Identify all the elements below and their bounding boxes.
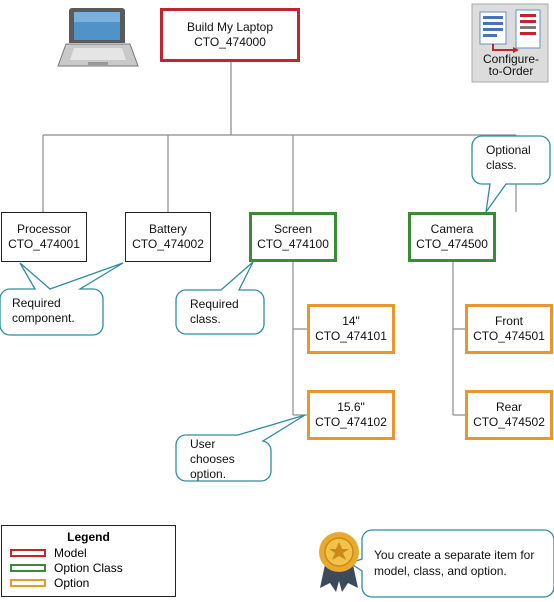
legend-swatch-option-class xyxy=(10,564,46,572)
callout-optional-class-text: Optional class. xyxy=(486,143,531,172)
callout-user-chooses xyxy=(175,414,306,482)
legend: Legend Model Option Class Option xyxy=(1,525,176,597)
note-text: You create a separate item for model, cl… xyxy=(374,548,535,578)
node-option-15-6: 15.6" CTO_474102 xyxy=(307,390,395,440)
node-name: 15.6" xyxy=(337,400,365,414)
node-code: CTO_474102 xyxy=(315,415,387,429)
callout-user-chooses-text: User chooses option. xyxy=(190,437,235,481)
legend-item-option: Option xyxy=(10,576,89,590)
legend-swatch-option xyxy=(10,579,46,587)
legend-label: Model xyxy=(54,546,87,560)
configure-to-order-icon xyxy=(471,3,549,83)
node-name: Battery xyxy=(148,222,187,236)
callout-required-class-text: Required class. xyxy=(190,297,239,326)
node-processor: Processor CTO_474001 xyxy=(1,212,87,262)
node-code: CTO_474502 xyxy=(473,415,545,429)
node-code: CTO_474101 xyxy=(315,329,387,343)
node-option-14: 14" CTO_474101 xyxy=(307,304,395,354)
legend-item-option-class: Option Class xyxy=(10,561,123,575)
laptop-icon xyxy=(57,8,139,67)
legend-label: Option Class xyxy=(54,561,123,575)
node-option-rear: Rear CTO_474502 xyxy=(465,390,553,440)
note-callout xyxy=(348,529,554,598)
callout-required-class xyxy=(175,261,265,335)
award-ribbon-icon xyxy=(319,532,359,592)
node-battery: Battery CTO_474002 xyxy=(125,212,211,262)
legend-label: Option xyxy=(54,576,90,590)
node-name: Camera xyxy=(430,222,474,236)
node-name: Screen xyxy=(273,222,313,236)
callout-required-component-text: Required component. xyxy=(12,296,75,325)
node-code: CTO_474100 xyxy=(257,237,329,251)
legend-swatch-model xyxy=(10,549,46,557)
callout-required-component xyxy=(0,262,124,336)
node-name: 14" xyxy=(342,314,360,328)
node-code: CTO_474001 xyxy=(8,237,80,251)
node-name: Build My Laptop xyxy=(186,20,274,34)
node-code: CTO_474500 xyxy=(416,237,488,251)
node-name: Processor xyxy=(16,222,72,236)
configure-to-order-label: Configure- to-Order xyxy=(482,52,540,78)
node-name: Rear xyxy=(495,400,522,414)
legend-title: Legend xyxy=(67,530,110,544)
node-code: CTO_474501 xyxy=(473,329,545,343)
callout-optional-class xyxy=(471,135,551,213)
node-camera: Camera CTO_474500 xyxy=(408,212,496,262)
legend-item-model: Model xyxy=(10,546,87,560)
node-name: Front xyxy=(494,314,523,328)
node-screen: Screen CTO_474100 xyxy=(249,212,337,262)
node-code: CTO_474000 xyxy=(194,35,266,49)
node-code: CTO_474002 xyxy=(132,237,204,251)
node-build-my-laptop: Build My Laptop CTO_474000 xyxy=(160,8,300,62)
node-option-front: Front CTO_474501 xyxy=(465,304,553,354)
